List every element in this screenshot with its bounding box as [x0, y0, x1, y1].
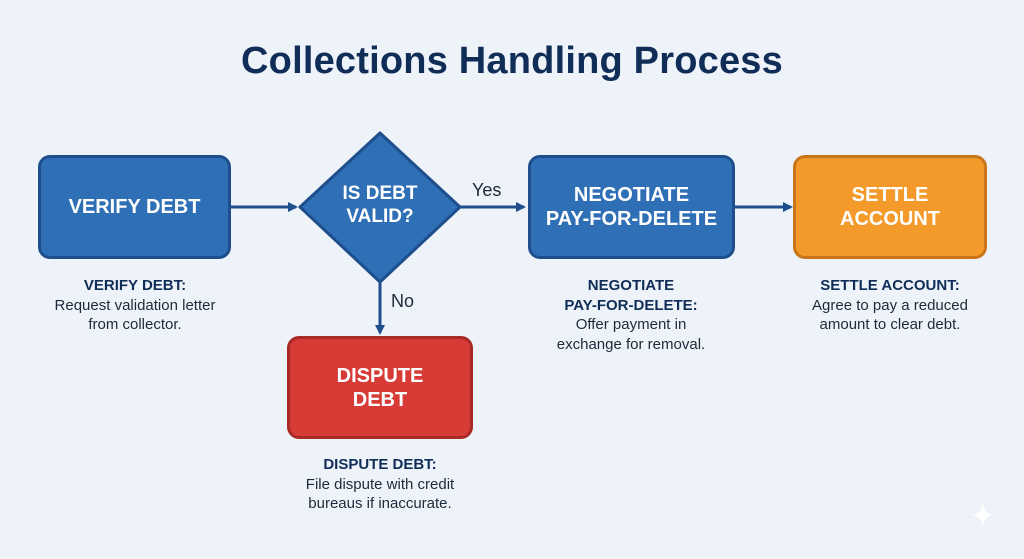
dispute-debt-box: DISPUTE DEBT: [287, 336, 473, 439]
negotiate-description-heading: NEGOTIATE PAY-FOR-DELETE:: [564, 277, 698, 314]
settle-account-label: SETTLE ACCOUNT: [840, 184, 940, 230]
branch-yes-label: Yes: [472, 180, 502, 200]
settle-description: SETTLE ACCOUNT: Agree to pay a reduced a…: [780, 276, 1000, 335]
sparkle-icon: [971, 503, 995, 527]
decision-label: IS DEBT VALID?: [342, 183, 418, 227]
verify-description-heading: VERIFY DEBT:: [83, 277, 187, 294]
branch-no-label: No: [391, 291, 415, 311]
dispute-description-text: File dispute with credit bureaus if inac…: [305, 475, 455, 513]
settle-description-text: Agree to pay a reduced amount to clear d…: [812, 296, 968, 334]
negotiate-description-text: Offer payment in exchange for removal.: [556, 316, 706, 353]
dispute-description: DISPUTE DEBT: File dispute with credit b…: [270, 455, 490, 514]
verify-debt-box: VERIFY DEBT: [38, 155, 231, 259]
page-title: Collections Handling Process: [241, 40, 783, 82]
settle-account-box: SETTLE ACCOUNT: [793, 155, 987, 259]
negotiate-box: NEGOTIATE PAY-FOR-DELETE: [528, 155, 735, 259]
negotiate-description: NEGOTIATE PAY-FOR-DELETE: Offer payment …: [521, 276, 741, 354]
verify-debt-label: VERIFY DEBT: [68, 196, 201, 218]
settle-description-heading: SETTLE ACCOUNT:: [820, 277, 960, 294]
dispute-debt-label: DISPUTE DEBT: [336, 364, 424, 411]
negotiate-label: NEGOTIATE PAY-FOR-DELETE: [545, 184, 718, 230]
dispute-description-heading: DISPUTE DEBT:: [323, 456, 437, 473]
verify-description: VERIFY DEBT: Request validation letter f…: [25, 276, 245, 335]
verify-description-text: Request validation letter from collector…: [54, 296, 216, 334]
decision-diamond: [298, 131, 462, 284]
